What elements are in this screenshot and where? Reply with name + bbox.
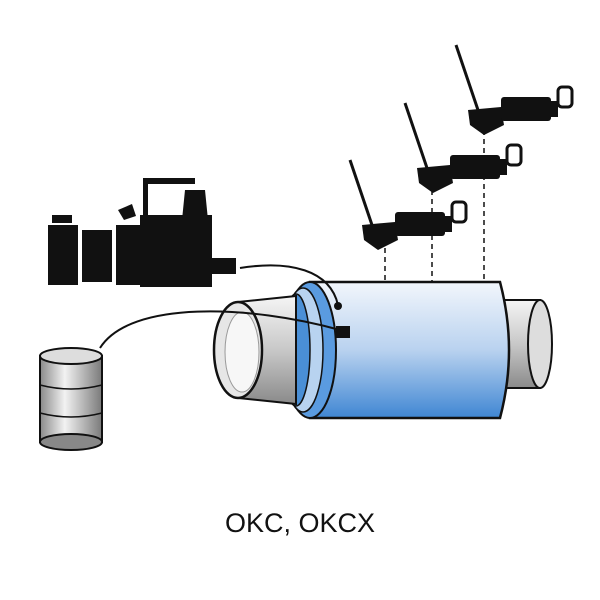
oil-drum-icon [39,347,103,451]
caption: OKC, OKCX [224,508,376,538]
oil-injector-icon [348,159,468,250]
dashed-guides [384,130,485,282]
oil-hose [239,264,339,306]
shaft-left [212,294,297,406]
sleeve [281,280,511,420]
hydraulic-pump-icon [48,178,236,287]
oil-injector-icon [454,43,574,137]
drum-hose [99,310,341,349]
